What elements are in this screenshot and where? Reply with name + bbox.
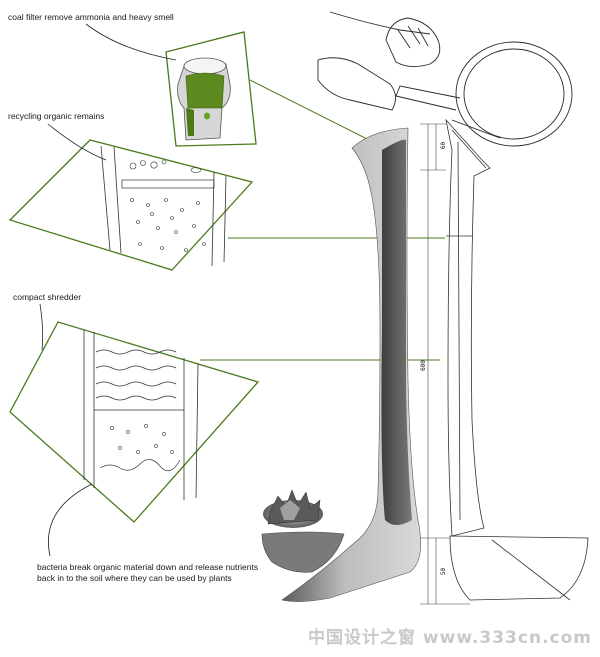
composter-product-render <box>261 127 421 602</box>
recycling-label: recycling organic remains <box>8 111 105 121</box>
coal-filter-cartridge-icon <box>177 57 231 141</box>
recycling-panel <box>8 139 254 271</box>
callout-pointers <box>39 23 177 557</box>
dimension-middle: 600 <box>419 360 427 371</box>
shredder-wave-lines <box>95 349 181 472</box>
bacteria-particles <box>110 424 174 454</box>
technical-drawing <box>420 118 589 605</box>
succulent-plant-icon <box>263 489 323 528</box>
shredder-label: compact shredder <box>13 292 82 302</box>
watermark: 中国设计之窗 www.333cn.com <box>308 628 592 648</box>
organic-remains-particles <box>129 159 206 252</box>
coal-filter-panel <box>165 31 257 147</box>
dimension-top: 60 <box>440 141 448 150</box>
dimension-bottom: 50 <box>440 567 448 576</box>
shredder-panel <box>9 321 260 523</box>
bacteria-label: bacteria break organic material down and… <box>37 562 258 584</box>
dimension-lines <box>420 123 470 605</box>
coal-filter-label: coal filter remove ammonia and heavy sme… <box>8 12 174 22</box>
hands-pouring-sketch <box>317 11 573 147</box>
bacteria-label-line2: back in to the soil where they can be us… <box>37 573 232 583</box>
bacteria-label-line1: bacteria break organic material down and… <box>37 562 259 572</box>
